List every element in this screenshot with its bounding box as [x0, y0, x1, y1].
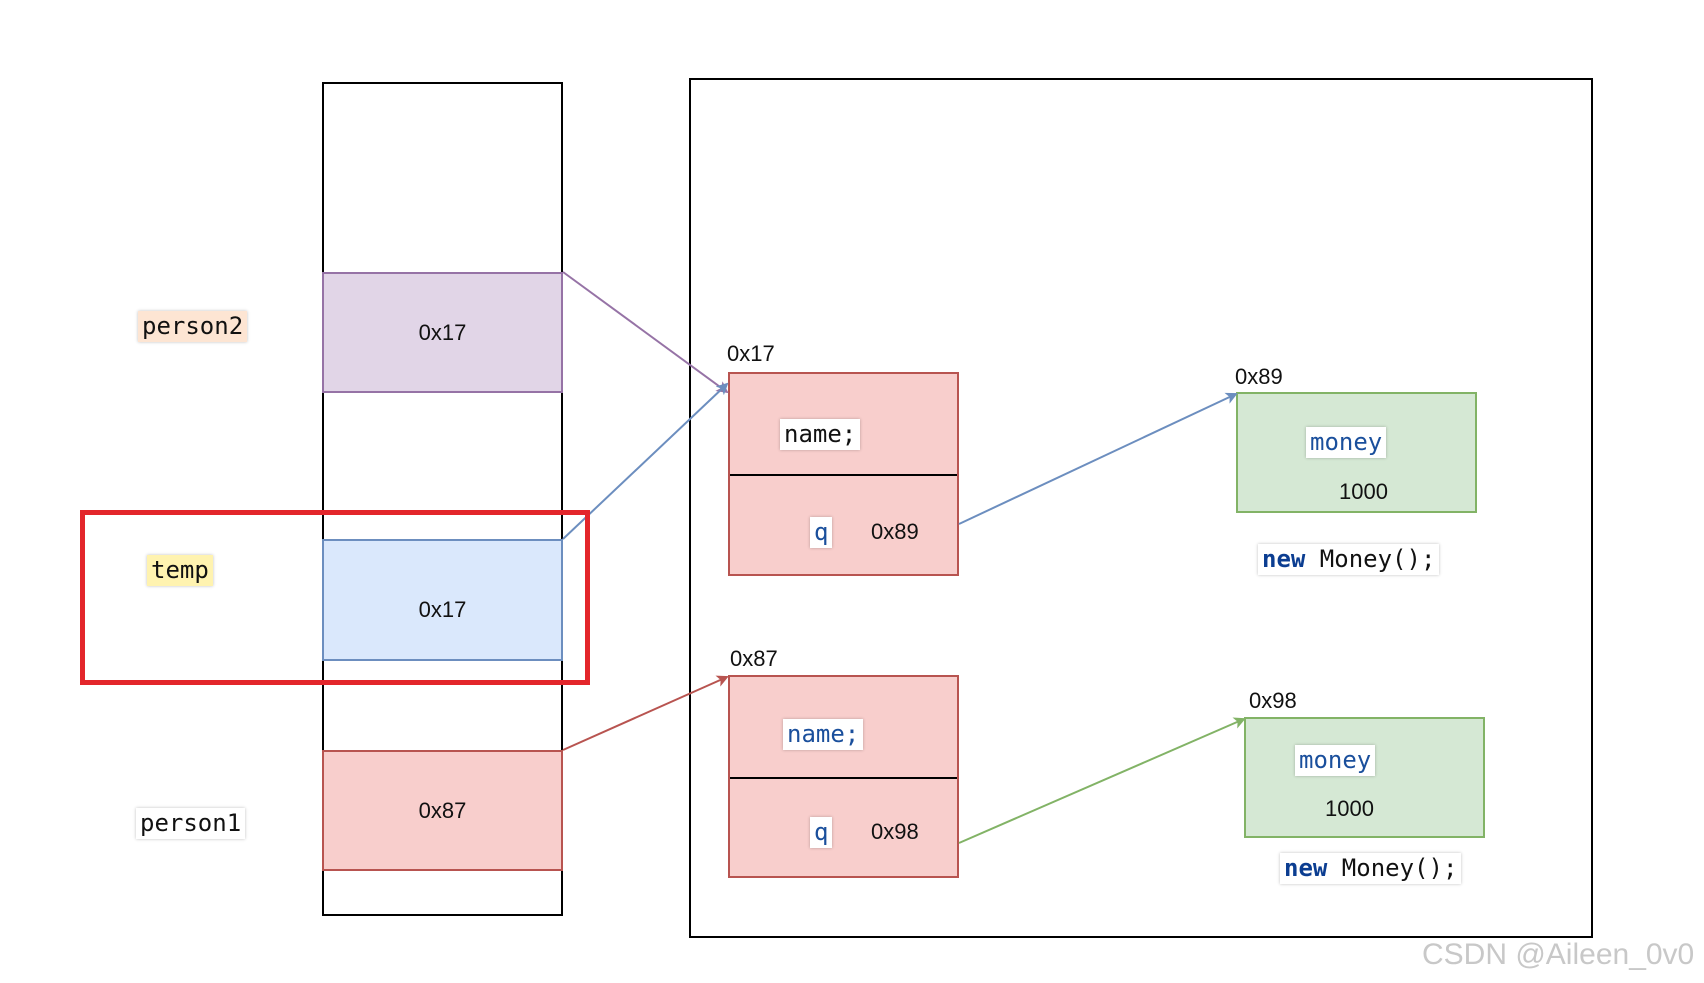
money-object-2-field: money [1295, 745, 1376, 776]
stack-cell-person2-value: 0x17 [418, 319, 467, 345]
arrow-person1-to-object [562, 675, 729, 751]
object-1-q-value: 0x89 [871, 519, 919, 544]
stack-cell-person1: 0x87 [322, 750, 563, 871]
arrow-q1-to-money [958, 392, 1238, 525]
stack-cell-temp-value: 0x17 [418, 597, 467, 622]
object-1-q-field: q [810, 517, 833, 548]
object-divider [730, 474, 957, 476]
money-address-0x89: 0x89 [1235, 364, 1283, 389]
object-address-0x87: 0x87 [730, 646, 778, 671]
stack-cell-temp: 0x17 [322, 539, 563, 661]
stack-cell-person1-value: 0x87 [418, 797, 467, 823]
money-constructor-2: new Money(); [1280, 853, 1462, 884]
money-object-2-value: 1000 [1325, 796, 1374, 821]
object-1-name-field: name; [780, 419, 861, 450]
new-keyword: new [1284, 854, 1328, 882]
money-object-1-field: money [1306, 427, 1387, 458]
temp-highlight-box [80, 510, 590, 685]
object-address-0x17: 0x17 [727, 341, 775, 366]
money-constructor-1: new Money(); [1258, 544, 1440, 575]
money-address-0x98: 0x98 [1249, 688, 1297, 713]
variable-label-person1: person1 [136, 808, 246, 839]
arrow-person2-to-object [562, 271, 729, 394]
variable-label-temp: temp [147, 555, 213, 586]
arrow-temp-to-object [562, 382, 729, 540]
object-divider [730, 777, 957, 779]
person-object-1 [728, 372, 959, 576]
money-object-2 [1244, 717, 1485, 838]
object-2-q-field: q [810, 817, 833, 848]
money-object-1-value: 1000 [1339, 479, 1388, 504]
arrow-q2-to-money [958, 717, 1246, 844]
object-2-q-value: 0x98 [871, 819, 919, 844]
new-keyword: new [1262, 545, 1306, 573]
watermark: CSDN @Aileen_0v0 [1422, 938, 1695, 971]
object-2-name-field: name; [783, 719, 864, 750]
stack-cell-person2: 0x17 [322, 272, 563, 393]
constructor-call: Money(); [1305, 545, 1436, 573]
variable-label-person2: person2 [138, 311, 248, 342]
person-object-2 [728, 675, 959, 878]
constructor-call: Money(); [1327, 854, 1458, 882]
